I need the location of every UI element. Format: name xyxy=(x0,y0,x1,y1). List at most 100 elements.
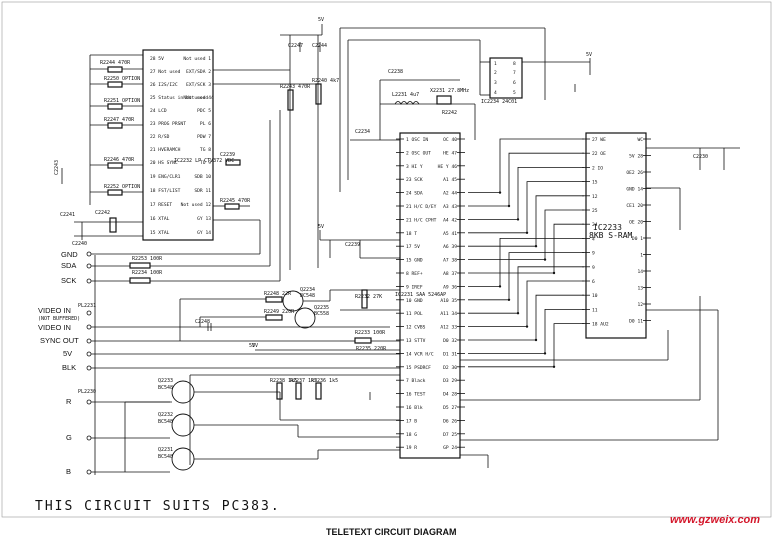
ic-2232-pin-l5: 24 LCD xyxy=(150,108,167,114)
crystal-x2231 xyxy=(436,95,452,105)
ic-2234-label: IC2234 24C01 xyxy=(481,99,517,105)
c2234-label: C2234 xyxy=(355,129,370,135)
sda-label: SDA xyxy=(61,261,76,270)
5v-label: 5V xyxy=(63,349,72,358)
ic-2232-pin-r11: SDR 11 xyxy=(194,188,211,194)
ic-2233-pin-left-3: 2 IO xyxy=(592,165,603,171)
bus-line-4 xyxy=(468,181,584,234)
bus-junction-10 xyxy=(516,312,520,315)
transistor-q2231 xyxy=(171,447,195,471)
ic-2232-pin-l4: 25 Status in Not used 4 xyxy=(150,95,214,101)
r2233-label: R2233 100R xyxy=(355,330,386,336)
ic-2231-label: IC2231 SAA 5246AP xyxy=(395,292,446,298)
bus-junction-1 xyxy=(498,191,502,194)
ic-2232-label: IC2232 LP CTV372 VDC xyxy=(174,158,234,164)
address-data-bus xyxy=(468,138,584,368)
ic-2231-pin-left-21: 16 Blk xyxy=(406,405,423,411)
bus-junction-7 xyxy=(552,271,556,275)
q2234-type: BC548 xyxy=(300,293,315,299)
ic-2233-pin-right-11: 12 xyxy=(637,302,643,308)
c2230-label: C2230 xyxy=(693,154,708,160)
ic-2232-pin-r8: TG 8 xyxy=(200,147,211,153)
transistor-q2232 xyxy=(171,413,195,437)
transistor-q2233 xyxy=(171,380,195,404)
ic-2231-pin-left-3: 3 HI Y xyxy=(406,164,423,170)
ic-2232-pin-l7: 22 R/SD xyxy=(150,134,170,140)
ic-2233-pin-left-4: 15 xyxy=(592,180,598,186)
c2240-label: C2240 xyxy=(72,241,87,247)
ic-2232-pin-r13: GY 13 xyxy=(197,216,211,222)
ic-2231-pin-right-5: A2 44 xyxy=(443,191,457,197)
ic-2232-pin-r12: Not used 12 xyxy=(181,202,212,208)
resistor-r2245 xyxy=(224,203,240,210)
ic-2231-pin-right-1: OC 40 xyxy=(443,137,457,143)
ic-2232: 28 5V 27 Not used 26 I2S/I2C 25 Status i… xyxy=(142,49,234,241)
resistor-r2246 xyxy=(107,162,123,169)
ic-2231-pin-right-18: D2 30 xyxy=(443,365,457,371)
eeprom-pin-6: 6 xyxy=(513,80,516,86)
ic-2231-pin-left-17: 14 VCR H/C xyxy=(406,351,434,357)
r2232-label: R2232 27K xyxy=(355,294,382,300)
ic-2233-pin-right-10: 13 xyxy=(637,286,643,292)
ic-2232-pin-l12: 17 RESET xyxy=(150,202,172,208)
r2243-label: R2243 470R xyxy=(280,84,311,90)
r2251-label: R2251 OPTION xyxy=(104,98,140,104)
c2248-label: C2248 xyxy=(195,319,210,325)
bus-line-1 xyxy=(468,138,584,193)
ic-2231-pin-right-23: D7 25 xyxy=(443,432,457,438)
r2240-label: R2240 4k7 xyxy=(312,78,339,84)
ic-2233-pin-left-1: 27 WE xyxy=(592,137,606,143)
ic-2231-pin-left-14: 11 POL xyxy=(406,311,423,317)
ic-2232-pin-l13: 16 XTAL xyxy=(150,216,170,222)
ic-2232-pin-l8: 21 HVERAMCH xyxy=(150,147,181,153)
r2237-label: R2237 1k5 xyxy=(290,378,317,384)
ic-2234: IC2234 24C01 1 2 3 4 8 7 6 5 5V xyxy=(479,40,592,105)
ic-2233-pin-right-1: WC xyxy=(637,137,643,143)
ic-2231-pin-left-15: 12 CVBS xyxy=(406,325,426,331)
ic-2231-pin-right-13: A10 35 xyxy=(440,298,457,304)
ic-2231-pin-left-23: 18 G xyxy=(406,432,417,438)
vcc-top-label: 5V xyxy=(318,17,324,23)
bus-line-11 xyxy=(468,280,584,327)
ic-2232-pin-l9: 20 HS SYNC xyxy=(150,160,178,166)
c2239-label: C2239 xyxy=(345,242,360,248)
ic-2231-pin-right-20: D4 28 xyxy=(443,392,457,398)
ic-2232-pin-l11: 18 FST/LIST xyxy=(150,188,181,194)
q2233-type: BC548 xyxy=(158,385,173,391)
ic-2231-pin-right-17: D1 31 xyxy=(443,351,457,357)
ic-2233-pin-left-10: 9 xyxy=(592,265,595,271)
vcc-rgb-label: 5V xyxy=(252,343,258,349)
ic-2233-pin-left-11: 6 xyxy=(592,279,595,285)
ic-2233-pin-left-5: 12 xyxy=(592,194,598,200)
eeprom-pin-5: 5 xyxy=(513,90,516,96)
ic-2231-pin-right-14: A11 34 xyxy=(440,311,457,317)
ic-2233-pin-right-6: OE 20 xyxy=(629,220,643,226)
bus-junction-9 xyxy=(507,298,511,301)
ic-2232-body xyxy=(142,49,214,241)
ic-2233-pin-left-7: 24 xyxy=(592,222,598,228)
bus-line-2 xyxy=(468,152,584,207)
bus-junction-5 xyxy=(534,245,538,248)
ic-2232-pin-l6: 23 PROG PRSNT xyxy=(150,121,186,127)
crystal-left xyxy=(109,217,117,233)
resistor-r2237 xyxy=(295,382,302,400)
q2234-ref: Q2234 xyxy=(300,287,315,293)
ic-2233-pin-left-12: 10 xyxy=(592,293,598,299)
ic-2233-pin-right-8: 1 xyxy=(640,253,643,259)
crystal-network: C2238 L2231 4u7 X2231 27.8MHz R2242 C223… xyxy=(339,27,546,192)
ic-2231-pin-left-5: 24 SDA xyxy=(406,191,423,197)
resistor-r2244 xyxy=(107,66,123,73)
bus-line-3 xyxy=(468,167,584,220)
sync-out-label: SYNC OUT xyxy=(40,336,79,345)
ic-2233-pin-right-5: CE1 20 xyxy=(626,203,643,209)
ic-2231-pin-left-16: 13 STTV xyxy=(406,338,426,344)
left-crystal: C2241 C2242 C2240 xyxy=(60,210,143,247)
q2235-ref: Q2235 xyxy=(314,305,329,311)
bus-junction-11 xyxy=(525,325,529,328)
ic-2231-pin-left-7: 21 H/C CPHT xyxy=(406,217,437,223)
ic-2232-pin-l1: 28 5V xyxy=(150,56,164,62)
ic-2231-pin-right-16: D0 32 xyxy=(443,338,457,344)
vcc-eeprom-label: 5V xyxy=(586,52,592,58)
